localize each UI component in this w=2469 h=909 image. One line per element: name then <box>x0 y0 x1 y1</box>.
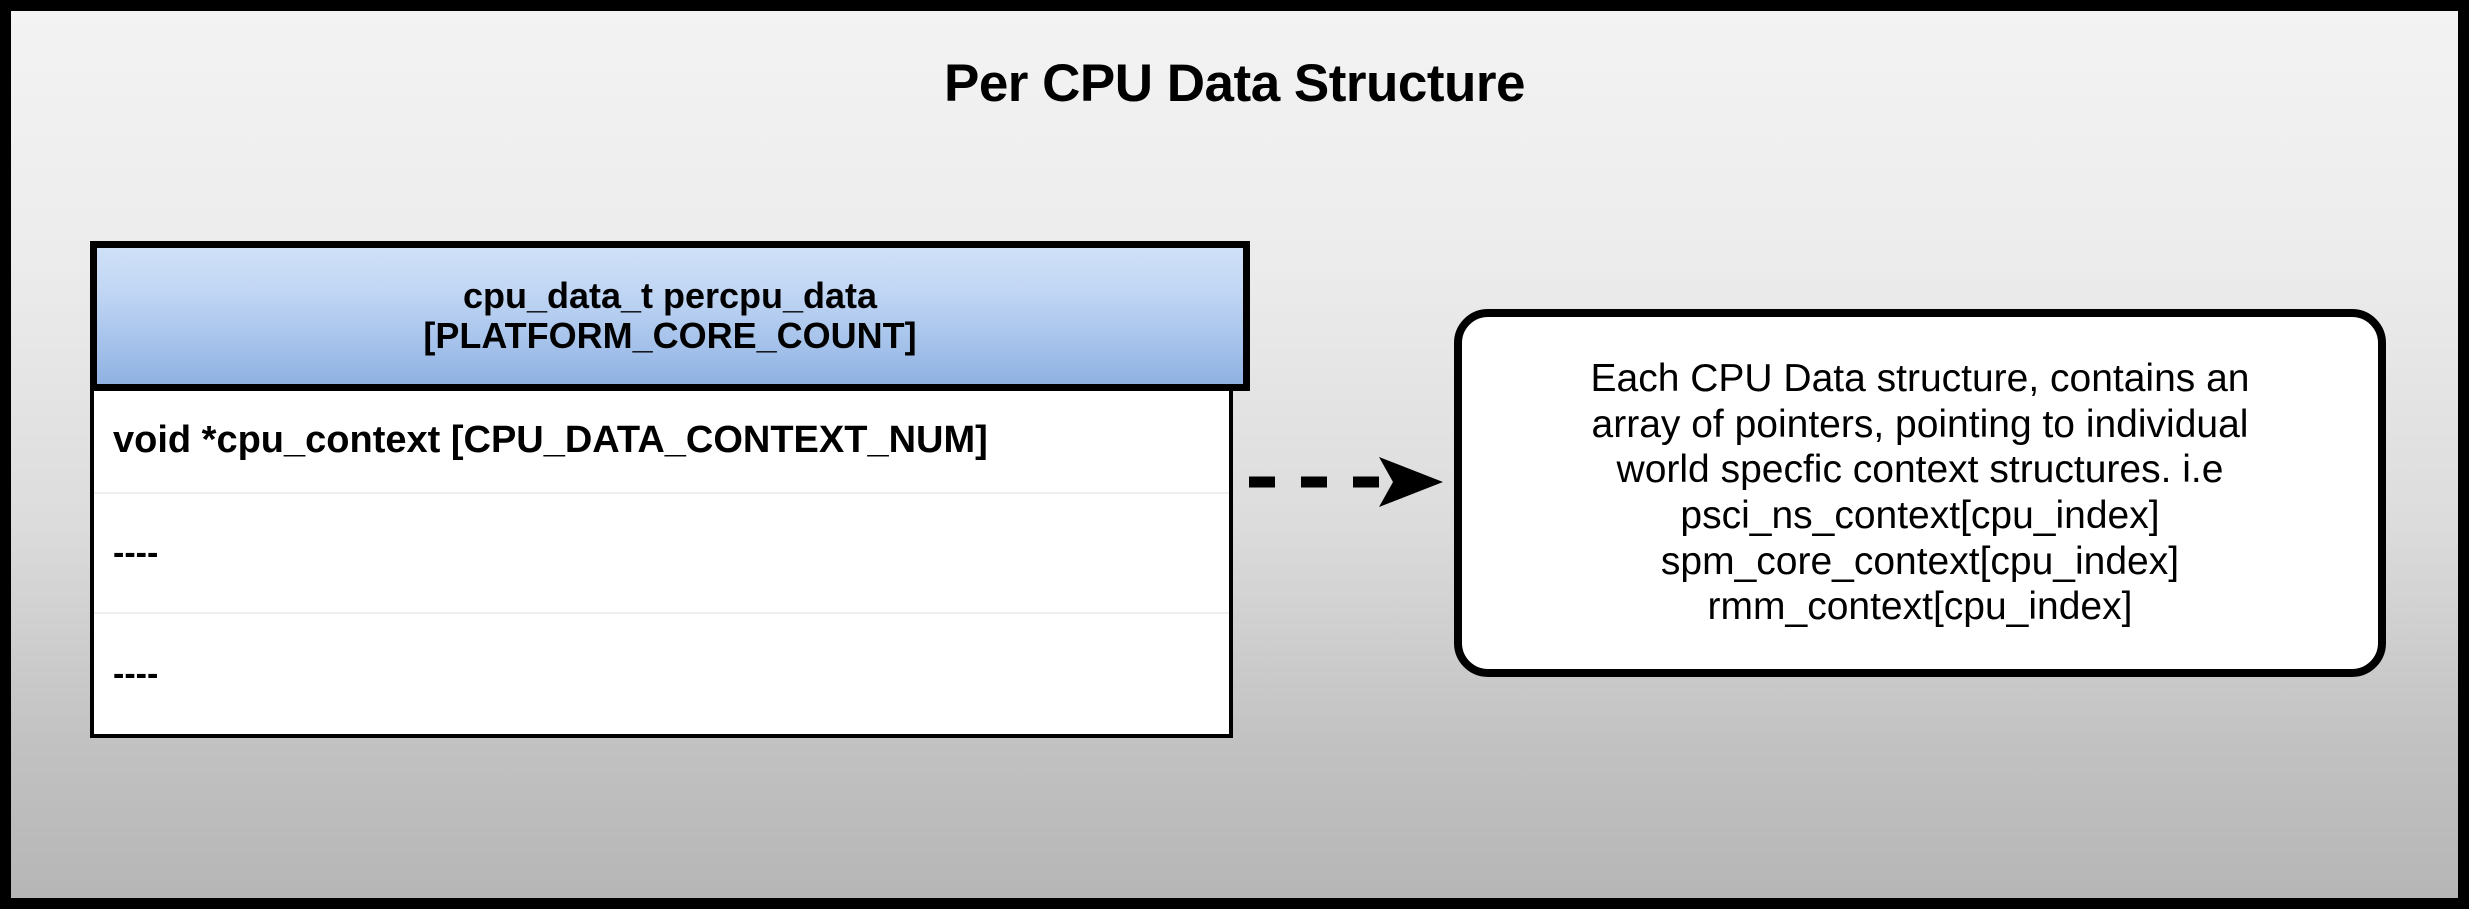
callout-box: Each CPU Data structure, contains an arr… <box>1454 309 2386 677</box>
callout-line-2: array of pointers, pointing to individua… <box>1591 402 2249 446</box>
callout-line-4: psci_ns_context[cpu_index] <box>1680 494 2160 537</box>
callout-text: Each CPU Data structure, contains an arr… <box>1565 356 2276 630</box>
table-row: void *cpu_context [CPU_DATA_CONTEXT_NUM] <box>94 391 1229 494</box>
struct-header-line1: cpu_data_t percpu_data <box>462 274 878 316</box>
arrowhead-icon <box>1379 457 1443 507</box>
struct-header-line2: [PLATFORM_CORE_COUNT] <box>423 315 917 356</box>
callout-line-3: world specfic context structures. i.e <box>1616 448 2224 492</box>
dashed-arrow-connector <box>1249 457 1443 507</box>
page-title: Per CPU Data Structure <box>943 54 1526 113</box>
struct-field-placeholder-1: ---- <box>113 533 159 572</box>
callout-line-1: Each CPU Data structure, contains an <box>1590 357 2250 401</box>
struct-header: cpu_data_t percpu_data [PLATFORM_CORE_CO… <box>90 241 1250 391</box>
table-row: ---- <box>94 614 1229 734</box>
percpu-data-struct-table: cpu_data_t percpu_data [PLATFORM_CORE_CO… <box>90 241 1250 738</box>
callout-line-5: spm_core_context[cpu_index] <box>1660 539 2180 583</box>
struct-field-placeholder-2: ---- <box>113 654 159 693</box>
table-row: ---- <box>94 494 1229 614</box>
callout-line-6: rmm_context[cpu_index] <box>1707 585 2133 629</box>
struct-body: void *cpu_context [CPU_DATA_CONTEXT_NUM]… <box>90 391 1233 738</box>
struct-field-cpu-context: void *cpu_context [CPU_DATA_CONTEXT_NUM] <box>113 419 988 461</box>
